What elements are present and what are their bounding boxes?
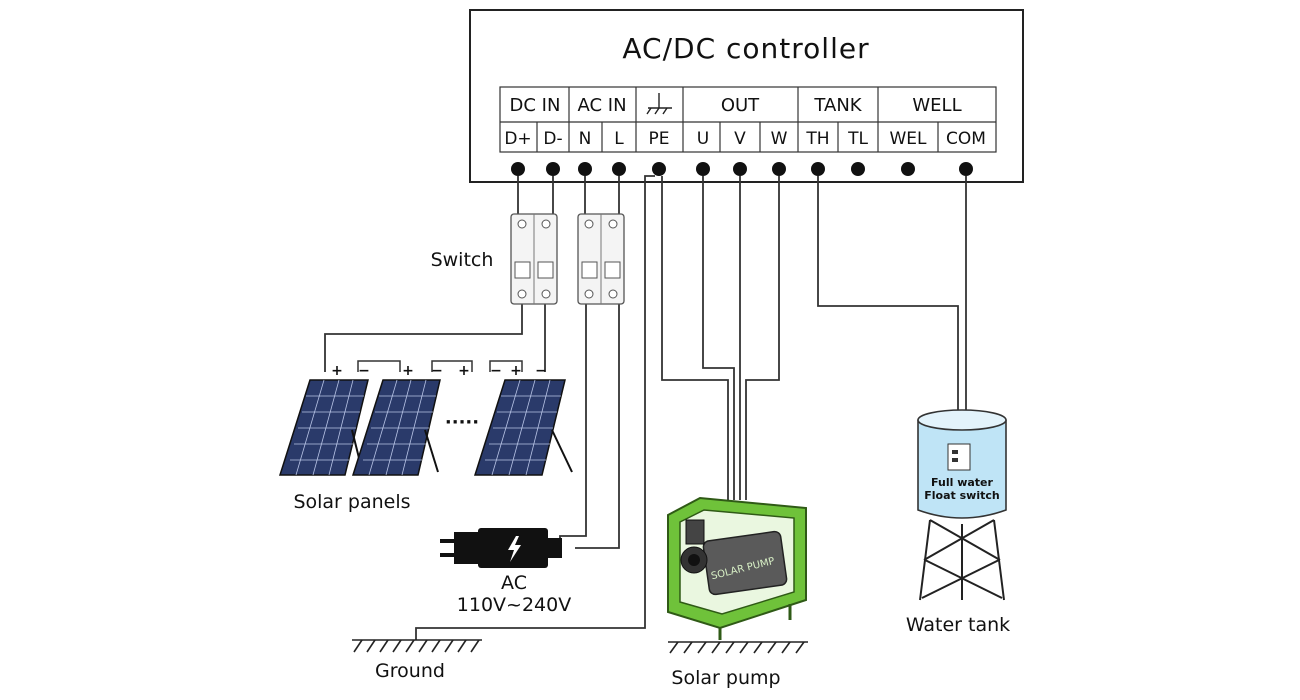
solar-pump-icon: SOLAR PUMP	[667, 496, 807, 640]
svg-text:−: −	[535, 363, 547, 379]
solar-panel-icon	[473, 379, 573, 476]
terminal-label: W	[771, 129, 788, 149]
svg-text:−: −	[431, 363, 443, 379]
controller-title: AC/DC controller	[622, 32, 869, 65]
svg-text:+: +	[402, 363, 414, 379]
dc-breaker-switch-icon	[510, 213, 558, 305]
svg-text:Float switch: Float switch	[924, 489, 999, 502]
water-tank-icon: Full water Float switch	[917, 409, 1007, 601]
pump-ground-icon	[668, 641, 808, 654]
terminal-label: D-	[543, 129, 562, 149]
ground-symbol-icon	[646, 93, 672, 115]
terminal-label: TL	[847, 129, 868, 149]
terminal-label: PE	[649, 129, 670, 149]
group-label-well: WELL	[912, 95, 961, 116]
controller-box	[469, 9, 1024, 183]
terminal-label: U	[697, 129, 709, 149]
group-label-ac-in: AC IN	[577, 95, 626, 116]
group-label-tank: TANK	[813, 95, 862, 116]
terminal-label: WEL	[889, 129, 927, 149]
switch-label: Switch	[431, 249, 494, 271]
panel-polarity-signs: + − + − + − + −	[331, 363, 547, 379]
terminal-label: TH	[805, 129, 829, 149]
ac-plug-icon	[440, 528, 562, 568]
water-tank-label: Water tank	[906, 614, 1010, 636]
terminal-label: L	[614, 129, 624, 149]
svg-text:+: +	[331, 363, 343, 379]
ac-voltage-label: 110V~240V	[457, 594, 571, 616]
ac-label: AC	[501, 572, 527, 594]
solar-panel-icon	[351, 379, 441, 476]
svg-text:+: +	[510, 363, 522, 379]
svg-text:−: −	[358, 363, 370, 379]
terminal-label: D+	[504, 129, 531, 149]
solar-panels-label: Solar panels	[293, 491, 410, 513]
panels-ellipsis: ·····	[445, 412, 479, 433]
group-label-dc-in: DC IN	[510, 95, 561, 116]
terminal-label: V	[734, 129, 746, 149]
terminal-label: COM	[946, 129, 986, 149]
svg-text:−: −	[490, 363, 502, 379]
solar-pump-label: Solar pump	[671, 667, 780, 689]
svg-text:Full water: Full water	[931, 476, 993, 489]
terminal-table	[499, 86, 997, 153]
terminal-screws	[511, 162, 973, 176]
terminal-label: N	[579, 129, 592, 149]
group-label-out: OUT	[721, 95, 760, 116]
ground-icon	[352, 639, 482, 653]
svg-text:+: +	[458, 363, 470, 379]
solar-panel-icon	[278, 379, 369, 476]
ac-breaker-switch-icon	[577, 213, 625, 305]
panel-jumpers	[357, 360, 523, 372]
ground-label: Ground	[375, 660, 445, 682]
